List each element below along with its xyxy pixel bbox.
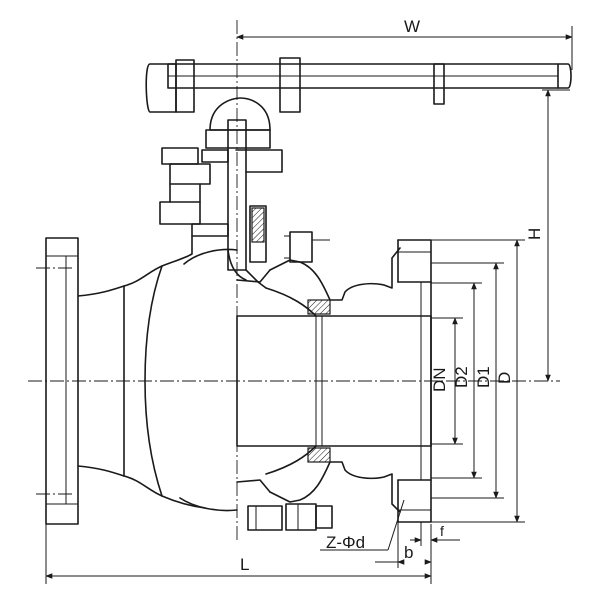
label-dn: DN (430, 367, 449, 392)
dimension-lines (45, 26, 573, 584)
label-d1: D1 (474, 366, 493, 388)
bottom-bolts (247, 503, 333, 531)
label-w: W (404, 17, 420, 36)
label-d2: D2 (452, 366, 471, 388)
stem-assembly (145, 57, 572, 289)
right-section (236, 231, 432, 513)
seat-seal-bottom (307, 447, 331, 463)
seat-seal-top (307, 299, 331, 315)
label-h: H (525, 228, 544, 240)
valve-body (77, 235, 238, 512)
label-b: b (404, 543, 413, 562)
left-flange (45, 237, 79, 525)
dimension-labels: W H DN D2 D1 D L b f Z-Φd (240, 17, 544, 574)
label-d: D (495, 372, 514, 384)
label-holes: Z-Φd (326, 533, 365, 552)
right-flange (397, 239, 432, 523)
label-f: f (440, 523, 444, 539)
stem-packing (251, 207, 265, 243)
label-l: L (240, 555, 249, 574)
